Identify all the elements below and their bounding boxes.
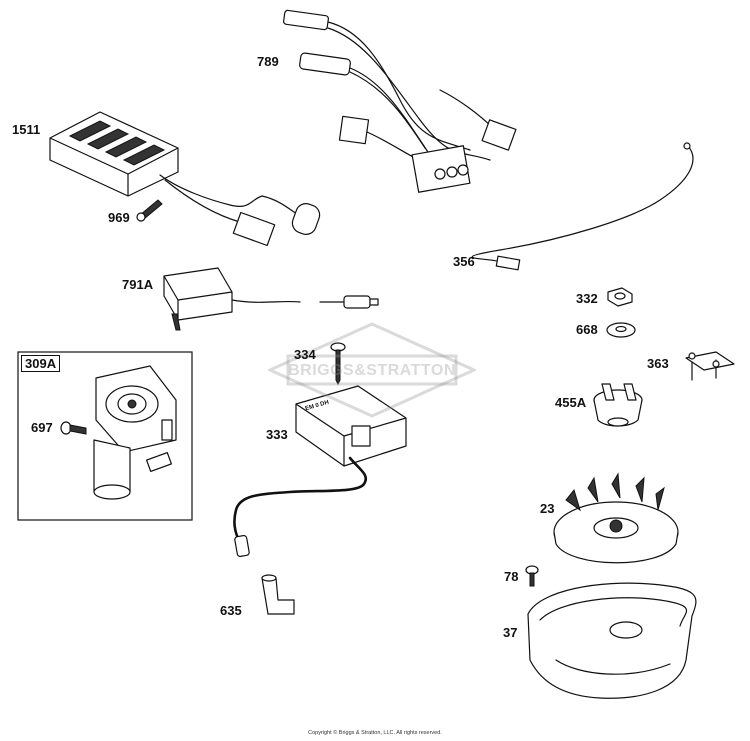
callout-333[interactable]: 333 (266, 427, 288, 442)
copyright-text: Copyright © Briggs & Stratton, LLC. All … (308, 730, 442, 736)
callout-1511[interactable]: 1511 (12, 122, 41, 137)
starter-assembly-309a (93, 365, 177, 500)
bracket-363 (685, 351, 735, 381)
callout-363[interactable]: 363 (647, 356, 669, 371)
spark-plug-boot-635 (261, 574, 295, 615)
callout-789[interactable]: 789 (257, 54, 279, 69)
screw-969 (136, 199, 163, 222)
callout-309a[interactable]: 309A (21, 355, 61, 372)
screw-697 (60, 421, 87, 435)
ground-wire-356 (471, 142, 694, 271)
blower-housing-37 (527, 582, 697, 699)
callout-969[interactable]: 969 (108, 210, 130, 225)
callout-635[interactable]: 635 (220, 603, 242, 618)
ignition-coil-333 (233, 385, 407, 558)
nut-332 (607, 287, 633, 307)
battery-pack-1511 (49, 111, 321, 247)
charger-791a (163, 267, 379, 331)
brand-watermark: BRIGGS&STRATTON (268, 322, 476, 418)
callout-668[interactable]: 668 (576, 322, 598, 337)
holder-455a (593, 383, 643, 427)
callout-332[interactable]: 332 (576, 291, 598, 306)
callout-697[interactable]: 697 (31, 420, 53, 435)
watermark-text: BRIGGS&STRATTON (288, 362, 456, 379)
callout-23[interactable]: 23 (540, 501, 555, 516)
flywheel-23 (553, 472, 679, 564)
screw-78 (525, 565, 539, 587)
inset-box-309a (17, 351, 193, 521)
callout-37[interactable]: 37 (503, 625, 518, 640)
callout-334[interactable]: 334 (294, 347, 316, 362)
screw-334 (330, 342, 346, 386)
callout-356[interactable]: 356 (453, 254, 475, 269)
washer-668 (606, 322, 636, 338)
callout-78[interactable]: 78 (504, 569, 519, 584)
callout-791a[interactable]: 791A (122, 277, 154, 292)
callout-455a[interactable]: 455A (555, 395, 587, 410)
wire-harness-789 (283, 9, 517, 193)
